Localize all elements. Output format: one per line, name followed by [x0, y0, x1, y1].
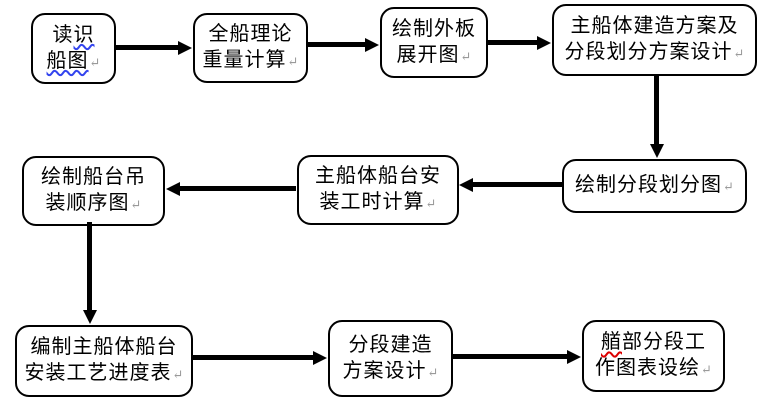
arrow-division-to-manhours-head: [459, 178, 473, 192]
box-text: 读: [52, 23, 74, 46]
paragraph-return-mark: ↵: [733, 46, 745, 61]
arrow-division-to-manhours-line: [473, 182, 562, 187]
box-text-spellcheck: 船图: [46, 49, 89, 72]
paragraph-return-mark: ↵: [89, 54, 101, 70]
paragraph-return-mark: ↵: [130, 197, 142, 212]
box-text: 绘制分段划分图: [575, 174, 723, 196]
box-draw-shell-plate-expansion: 绘制外板 展开图↵: [380, 7, 488, 78]
box-draw-slipway-lifting-sequence: 绘制船台吊 装顺序图↵: [22, 156, 165, 226]
box-text-line: 展开图↵: [397, 42, 472, 70]
box-draw-block-division-drawing: 绘制分段划分图↵: [562, 159, 747, 213]
arrow-read-to-weight-head: [178, 41, 192, 55]
box-text-spellcheck: 艏: [601, 331, 622, 353]
arrow-schedule-to-blockplan-line: [193, 355, 313, 360]
box-text: 安装工艺进度表: [24, 362, 172, 384]
box-text-line: 分段划分方案设计↵: [565, 39, 745, 67]
box-text: 重量计算: [202, 49, 287, 71]
box-text-line: 分段建造: [348, 333, 433, 356]
arrow-lifting-to-schedule-head: [83, 310, 97, 324]
paragraph-return-mark: ↵: [287, 54, 299, 69]
box-text-line: 绘制外板: [392, 17, 476, 40]
box-text-line: 读识: [53, 22, 95, 48]
arrow-plan-to-division-line: [654, 76, 659, 144]
box-text-line: 重量计算↵: [203, 47, 299, 75]
arrow-weight-to-shellplate-line: [307, 42, 365, 47]
box-text-line: 艏部分段工: [601, 329, 706, 355]
box-text-line: 装工时计算↵: [320, 189, 437, 217]
box-read-ship-drawings: 读识 船图↵: [31, 13, 116, 84]
box-text-line: 作图表设绘↵: [595, 355, 712, 383]
box-block-construction-plan-design: 分段建造 方案设计↵: [328, 320, 453, 397]
arrow-lifting-to-schedule-line: [87, 222, 92, 310]
box-text: 方案设计: [342, 359, 427, 382]
box-text-line: 装顺序图↵: [46, 190, 142, 218]
box-text: 装工时计算: [319, 191, 425, 213]
box-compile-slipway-installation-process-schedule: 编制主船体船台 安装工艺进度表↵: [15, 325, 193, 397]
arrow-manhours-to-lifting-line: [180, 186, 296, 191]
arrow-schedule-to-blockplan-head: [313, 351, 327, 365]
paragraph-return-mark: ↵: [425, 196, 437, 211]
box-text-line: 安装工艺进度表↵: [25, 360, 184, 388]
box-text-spellcheck: 识: [73, 23, 95, 46]
arrow-plan-to-division-head: [650, 144, 664, 158]
box-full-ship-theoretical-weight-calc: 全船理论 重量计算↵: [193, 13, 308, 83]
box-main-hull-slipway-installation-manhours: 主船体船台安 装工时计算↵: [297, 155, 459, 225]
box-text: 展开图: [396, 43, 460, 66]
box-text-line: 全船理论: [208, 23, 293, 45]
arrow-shellplate-to-plan-line: [488, 40, 537, 45]
paragraph-return-mark: ↵: [460, 48, 472, 64]
arrow-weight-to-shellplate-head: [365, 38, 379, 52]
paragraph-return-mark: ↵: [427, 364, 439, 380]
paragraph-return-mark: ↵: [701, 362, 712, 377]
box-text-line: 主船体船台安: [315, 165, 441, 187]
box-text: 部分段工: [622, 331, 706, 353]
arrow-shellplate-to-plan-head: [537, 36, 551, 50]
box-text-line: 主船体建造方案及: [570, 15, 739, 37]
box-text-line: 绘制船台吊: [41, 166, 146, 188]
box-text-line: 方案设计↵: [343, 358, 439, 386]
arrow-read-to-weight-line: [116, 45, 178, 50]
arrow-manhours-to-lifting-head: [166, 182, 180, 196]
arrow-blockplan-to-bow-line: [453, 354, 567, 359]
paragraph-return-mark: ↵: [723, 179, 734, 194]
box-text-line: 编制主船体船台: [30, 336, 178, 358]
box-text: 装顺序图: [45, 192, 130, 214]
box-text: 作图表设绘: [595, 357, 701, 379]
box-main-hull-construction-and-block-division-plan: 主船体建造方案及 分段划分方案设计↵: [552, 4, 757, 76]
arrow-blockplan-to-bow-head: [567, 350, 581, 364]
box-text-line: 绘制分段划分图↵: [575, 172, 734, 200]
box-text: 分段划分方案设计: [564, 41, 733, 63]
box-bow-block-working-drawings: 艏部分段工 作图表设绘↵: [582, 320, 725, 392]
paragraph-return-mark: ↵: [172, 367, 184, 382]
box-text-line: 船图↵: [47, 48, 101, 76]
